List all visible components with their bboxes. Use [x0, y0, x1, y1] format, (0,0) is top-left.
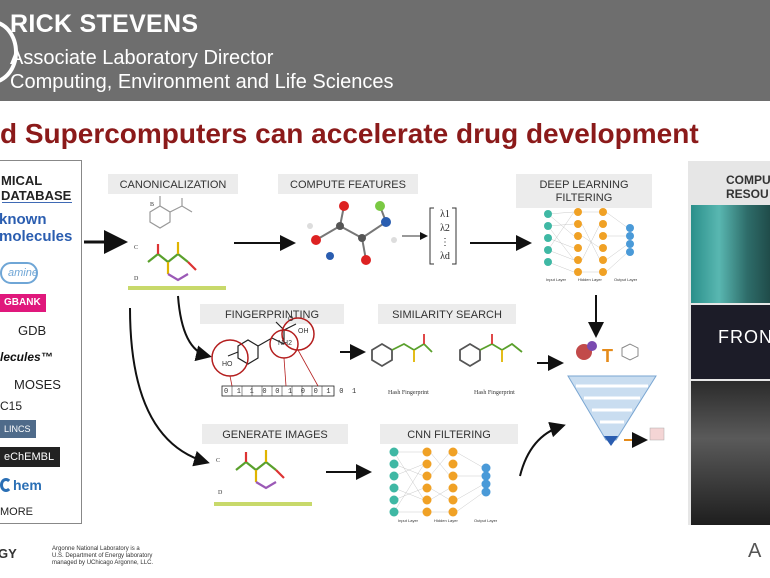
- label-oh: OH: [298, 328, 309, 335]
- arrow-to-fingerprinting: [178, 296, 208, 356]
- computing-resources-panel: COMPU RESOU FRONT: [688, 161, 770, 525]
- dl-output-nodes: [626, 224, 634, 256]
- img-label-c: C: [216, 458, 220, 464]
- frontier-label: FRONT: [718, 327, 770, 348]
- supercomputer-photo-3: [691, 381, 770, 525]
- mol-label-c: C: [134, 245, 138, 251]
- img-label-d: D: [218, 490, 222, 496]
- argonne-line3: managed by UChicago Argonne, LLC.: [52, 560, 153, 567]
- arrow-to-generate-images: [130, 308, 206, 462]
- compound-icon: [622, 344, 638, 360]
- cnn-input-label: Input Layer: [398, 518, 418, 523]
- resources-title: COMPU RESOU: [726, 173, 770, 201]
- feature-lambda-d: λd: [436, 250, 454, 264]
- mol-label-d: D: [134, 276, 138, 282]
- dl-network: [548, 212, 628, 272]
- argonne-logo: A: [748, 540, 761, 563]
- dl-output-label: Output Layer: [614, 277, 637, 282]
- feature-lambda-1: λ1: [436, 208, 454, 222]
- dl-hidden-label: Hidden Layer: [578, 277, 602, 282]
- feature-vector: λ1 λ2 ⋮ λd: [436, 208, 454, 264]
- label-ho: HO: [222, 361, 233, 368]
- supercomputer-photo-1: [691, 205, 770, 303]
- highlight-circle-ho: [212, 340, 248, 376]
- hash-fingerprint-label-1: Hash Fingerprint: [388, 390, 429, 396]
- similarity-molecule-2: [460, 334, 522, 366]
- dl-hidden-nodes: [574, 208, 607, 276]
- cnn-hidden-label: Hidden Layer: [434, 518, 458, 523]
- vector-bracket-left: [430, 208, 434, 264]
- cnn-hidden-nodes: [423, 448, 458, 517]
- mol-label-b: B: [150, 202, 154, 208]
- argonne-line2: U.S. Department of Energy laboratory: [52, 553, 153, 560]
- arrow-cnn-to-screening: [520, 426, 562, 476]
- hash-fingerprint-label-2: Hash Fingerprint: [474, 390, 515, 396]
- target-letter: T: [602, 346, 613, 366]
- resources-title-line2: RESOU: [726, 187, 770, 201]
- canonical-molecule-grey: [150, 196, 192, 228]
- argonne-line1: Argonne National Laboratory is a: [52, 546, 153, 553]
- doe-logo: GY: [0, 546, 17, 561]
- dl-input-label: Input Layer: [546, 277, 566, 282]
- funnel-tip: [604, 436, 618, 446]
- feature-dots: ⋮: [436, 236, 454, 250]
- protein-target-icon: [576, 341, 597, 360]
- generated-image-molecule: [236, 450, 284, 488]
- fingerprint-connectors: [230, 350, 318, 386]
- feature-lambda-2: λ2: [436, 222, 454, 236]
- dl-input-nodes: [544, 210, 552, 266]
- cnn-output-label: Output Layer: [474, 518, 497, 523]
- canonical-molecule-color: [148, 242, 196, 280]
- 3d-molecule: [316, 206, 386, 260]
- cnn-network: [394, 452, 484, 512]
- smiles-string-bar: [128, 286, 226, 290]
- generated-smiles-bar: [214, 502, 312, 506]
- cnn-input-nodes: [390, 448, 399, 517]
- label-nh2: NH2: [278, 340, 292, 347]
- cnn-output-nodes: [482, 464, 491, 497]
- funnel-output-icon: [650, 428, 664, 440]
- fingerprint-bits: 0 1 1 0 0 1 0 0 1 0 1: [224, 388, 358, 396]
- resources-title-line1: COMPU: [726, 173, 770, 187]
- similarity-molecule-1: [372, 334, 432, 366]
- label-o: O: [288, 316, 293, 323]
- argonne-disclaimer: Argonne National Laboratory is a U.S. De…: [52, 546, 153, 567]
